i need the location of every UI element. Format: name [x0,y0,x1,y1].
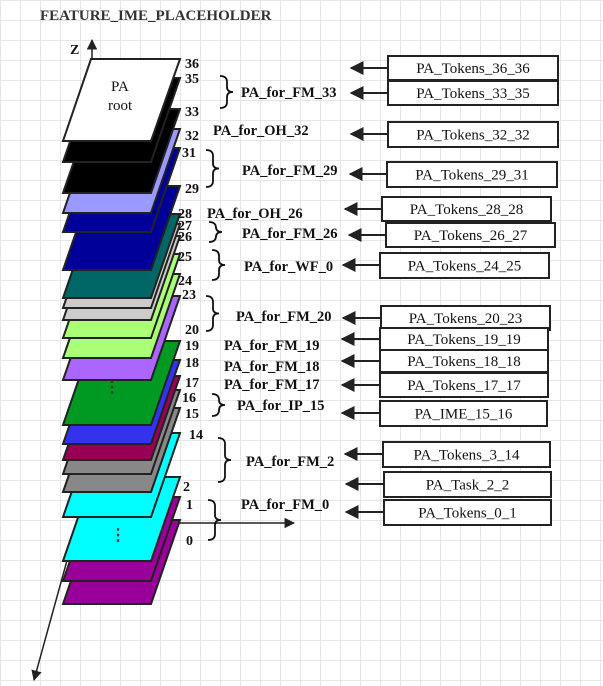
layer-number: 29 [185,182,199,197]
group-label: PA_for_OH_26 [207,206,303,222]
token-box: PA_Task_2_2 [383,471,552,498]
layer-number: 27 [178,219,192,234]
token-box-label: PA_IME_15_16 [415,407,513,423]
group-label: PA_for_FM_29 [242,163,338,179]
token-box-label: PA_Tokens_20_23 [409,311,522,327]
token-box-frame [381,196,552,222]
layer-number: 1 [186,498,193,513]
token-box-frame [383,471,552,498]
group-braces [205,75,234,541]
layer-number: 16 [182,391,196,406]
token-box: PA_Tokens_18_18 [379,349,549,373]
group-label: PA_for_FM_2 [246,454,334,470]
token-box: PA_Tokens_29_31 [386,161,558,188]
token-box-frame [379,252,550,279]
ellipsis-lower: ⋮ [110,527,126,544]
token-box: PA_Tokens_32_32 [387,121,559,148]
group-brace [211,393,226,417]
token-box: PA_Tokens_26_27 [385,222,556,248]
token-box-label: PA_Tokens_18_18 [407,354,520,370]
diagram-title: FEATURE_IME_PLACEHOLDER [40,8,272,24]
z-axis-label: Z [70,43,79,58]
layer-number: 2 [183,480,190,495]
layer-number: 35 [185,72,199,87]
group-label: PA_for_FM_26 [242,226,338,242]
token-box-label: PA_Tokens_36_36 [416,61,530,77]
group-brace [205,149,220,188]
token-box-label: PA_Tokens_29_31 [415,168,528,184]
token-box: PA_Tokens_33_35 [387,80,559,106]
layer-number: 36 [185,57,199,72]
group-label: PA_for_FM_33 [241,85,337,101]
group-brace [219,75,234,109]
token-box: PA_Tokens_28_28 [381,196,552,222]
layer-number: 24 [178,274,192,289]
token-box-label: PA_Tokens_33_35 [416,86,529,102]
token-box-label: PA_Tokens_32_32 [416,128,529,144]
token-box: PA_Tokens_0_1 [383,499,552,526]
group-brace [207,499,222,541]
layer-number: 23 [182,288,196,303]
root-layer [61,58,182,142]
layer-number: 33 [185,105,199,120]
token-box: PA_Tokens_17_17 [379,372,549,398]
token-box-label: PA_Tokens_28_28 [410,202,523,218]
token-box: PA_Tokens_24_25 [379,252,550,279]
token-arrows [340,61,388,519]
group-brace [208,221,223,243]
layer-number: 32 [185,129,199,144]
token-box-label: PA_Tokens_24_25 [408,259,521,275]
group-labels: PA_for_FM_33PA_for_OH_32PA_for_FM_29PA_f… [207,85,338,513]
root-label-pa: PA [111,79,129,95]
group-label: PA_for_OH_32 [213,123,309,139]
ellipsis-upper: ⋮ [104,379,120,396]
token-box-label: PA_Tokens_3_14 [414,448,520,464]
group-label: PA_for_FM_0 [241,497,329,513]
group-label: PA_for_FM_18 [224,359,320,375]
layer-number: 28 [178,207,192,222]
token-box-label: PA_Tokens_0_1 [418,506,516,522]
layer-number: 26 [178,230,192,245]
root-label-root: root [108,98,133,114]
group-label: PA_for_FM_17 [224,377,320,393]
group-label: PA_for_FM_20 [236,309,332,325]
token-box-label: PA_Tokens_17_17 [407,378,521,394]
layer-number: 25 [178,250,192,265]
token-box-frame [382,441,551,468]
token-box-label: PA_Tokens_26_27 [414,228,528,244]
token-box-frame [385,222,556,248]
token-box-frame [383,499,552,526]
token-box-frame [379,372,549,398]
layer-number: 31 [182,146,196,161]
token-box: PA_Tokens_36_36 [387,55,559,81]
group-brace [217,437,232,483]
token-box-label: PA_Task_2_2 [426,478,509,494]
group-label: PA_for_IP_15 [237,398,325,414]
token-box-frame [387,55,559,81]
token-box-frame [379,400,548,427]
token-box-label: PA_Tokens_19_19 [407,332,520,348]
layer-number: 19 [185,339,199,354]
layer-number: 15 [185,407,199,422]
layer-number: 17 [185,376,199,391]
token-box: PA_Tokens_20_23 [380,305,551,331]
layer-number: 0 [186,534,193,549]
layer-number: 14 [189,428,203,443]
group-label: PA_for_WF_0 [244,259,333,275]
token-box: PA_Tokens_19_19 [379,327,549,351]
token-boxes: PA_Tokens_36_36PA_Tokens_33_35PA_Tokens_… [379,55,559,526]
group-brace [211,249,226,281]
group-label: PA_for_FM_19 [224,338,320,354]
group-brace [205,295,220,332]
token-box-frame [387,121,559,148]
token-box-frame [386,161,558,188]
layer-number: 18 [185,356,199,371]
token-box: PA_IME_15_16 [379,400,548,427]
token-box: PA_Tokens_3_14 [382,441,551,468]
layer-number: 20 [185,323,199,338]
token-box-frame [387,80,559,106]
layer-stack [61,58,182,605]
